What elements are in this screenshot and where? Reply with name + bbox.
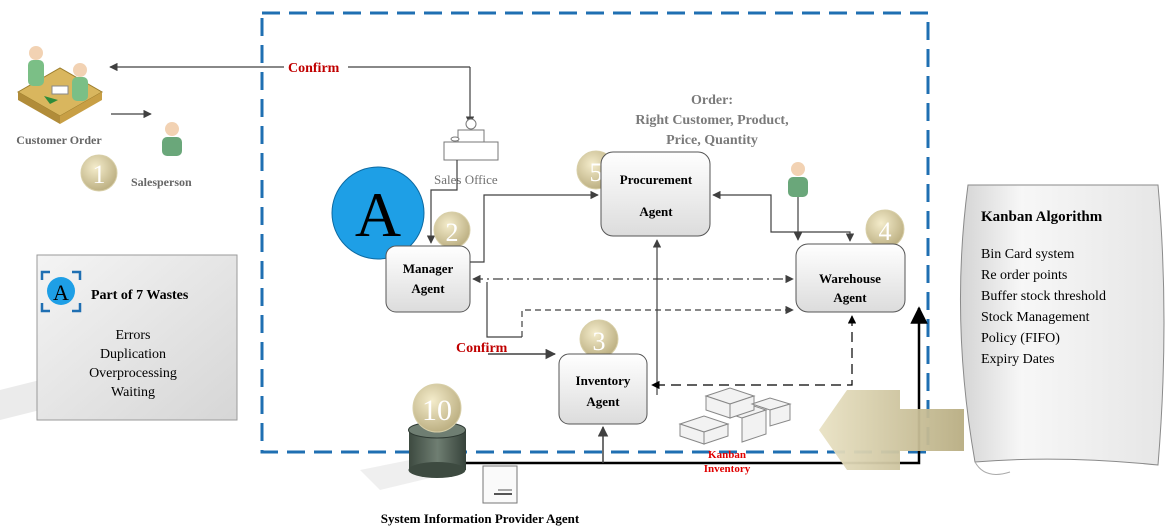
step-3-number: 3 — [593, 327, 606, 356]
confirm-top-label: Confirm — [288, 61, 340, 76]
warehouse-agent-label-2: Agent — [833, 290, 867, 305]
wastes-a-icon — [47, 277, 75, 305]
sales-office-to-manager-arrow — [426, 160, 458, 244]
kanban-inventory-icon — [678, 387, 792, 445]
server-icon — [482, 465, 518, 504]
step-1-number: 1 — [93, 160, 106, 189]
kanban-item-3: Stock Management — [981, 310, 1090, 325]
procurement-warehouse-arrow — [712, 190, 855, 242]
database-icon — [360, 421, 466, 490]
warehouse-person-icon — [788, 162, 808, 197]
manager-agent-node[interactable]: Manager Agent — [385, 245, 471, 313]
kanban-item-2: Buffer stock threshold — [981, 289, 1106, 304]
step-4-number: 4 — [879, 217, 892, 246]
inventory-agent-label-2: Agent — [586, 394, 620, 409]
sales-office-icon — [443, 118, 499, 161]
sales-office-label: Sales Office — [434, 172, 498, 187]
procurement-agent-label-2: Agent — [639, 204, 673, 219]
sip-label: System Information Provider Agent — [381, 511, 580, 526]
kanban-item-4: Policy (FIFO) — [981, 331, 1060, 346]
kanban-flow-arrow — [819, 390, 964, 470]
step-5-number: 5 — [590, 158, 603, 187]
a-badge — [331, 166, 425, 260]
manager-to-procurement-arrow — [470, 190, 599, 263]
confirm-mid-label: Confirm — [456, 341, 508, 356]
inventory-agent-node[interactable]: Inventory Agent — [558, 353, 648, 425]
warehouse-agent-node[interactable]: Warehouse Agent — [795, 243, 906, 313]
procurement-agent-node[interactable]: Procurement Agent — [600, 151, 711, 237]
order-line-3: Price, Quantity — [666, 133, 758, 148]
inventory-agent-label-1: Inventory — [576, 373, 631, 388]
wastes-panel: A Part of 7 Wastes Errors Duplication Ov… — [0, 254, 238, 421]
wastes-item-3: Waiting — [111, 385, 155, 400]
a-badge-letter: A — [355, 179, 401, 250]
step-1-badge — [80, 154, 118, 192]
warehouse-agent-label-1: Warehouse — [819, 271, 881, 286]
wastes-icon-letter: A — [53, 280, 69, 305]
kanban-item-1: Re order points — [981, 268, 1067, 283]
customer-order-label: Customer Order — [16, 133, 102, 147]
step-2-number: 2 — [446, 218, 459, 247]
kanban-inventory-label-1: Kanban — [708, 449, 746, 461]
salesperson-label: Salesperson — [131, 175, 192, 189]
manager-agent-label-2: Agent — [411, 281, 445, 296]
wastes-item-0: Errors — [116, 328, 151, 343]
wastes-item-1: Duplication — [100, 347, 166, 362]
system-boundary — [260, 11, 930, 454]
wastes-item-2: Overprocessing — [89, 366, 177, 381]
customer-order-icon — [16, 46, 104, 124]
order-line-2: Right Customer, Product, — [635, 113, 788, 128]
order-line-1: Order: — [691, 93, 733, 108]
salesperson-icon — [162, 122, 182, 156]
manager-warehouse-dashed — [486, 282, 522, 338]
step-10-badge — [412, 383, 462, 433]
sip-bus-line — [465, 306, 928, 465]
kanban-item-0: Bin Card system — [981, 247, 1074, 262]
manager-agent-label-1: Manager — [403, 261, 454, 276]
kanban-panel: Kanban Algorithm Bin Card system Re orde… — [959, 184, 1165, 475]
kanban-inventory-label-2: Inventory — [704, 463, 751, 475]
wastes-title: Part of 7 Wastes — [91, 288, 189, 303]
warehouse-inventory-dashed — [651, 315, 857, 390]
procurement-agent-label-1: Procurement — [620, 172, 693, 187]
step-10-number: 10 — [422, 394, 452, 427]
kanban-item-5: Expiry Dates — [981, 352, 1054, 367]
kanban-title: Kanban Algorithm — [981, 209, 1103, 225]
